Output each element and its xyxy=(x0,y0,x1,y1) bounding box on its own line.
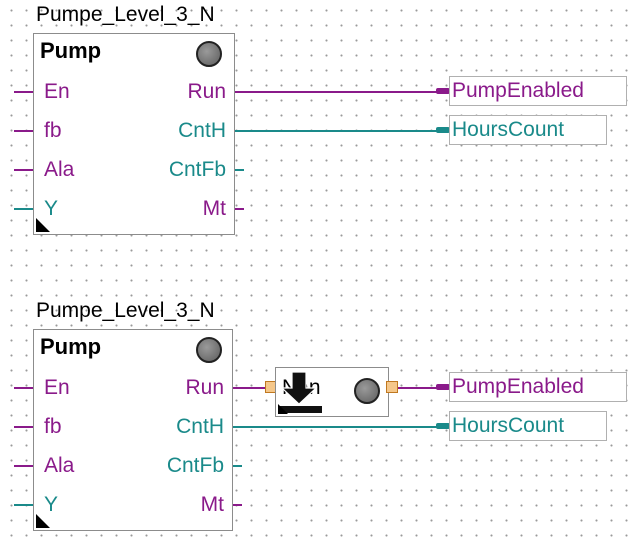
block-body[interactable]: Pump En fb Ala Y Run CntH CntFb Mt xyxy=(33,33,235,235)
output-wire-run[interactable] xyxy=(233,387,266,389)
wire-end-cnth xyxy=(436,127,450,133)
output-wire-cnth[interactable] xyxy=(235,130,438,132)
wire-to-pumpenabled[interactable] xyxy=(398,387,438,389)
input-wire-fb xyxy=(14,426,33,428)
input-pin-en[interactable]: En xyxy=(44,80,70,103)
output-pin-mt[interactable]: Mt xyxy=(200,493,224,516)
instance-name: Pumpe_Level_3_N xyxy=(36,3,215,26)
input-wire-en xyxy=(14,387,33,389)
output-pin-mt[interactable]: Mt xyxy=(202,197,226,220)
instance-name: Pumpe_Level_3_N xyxy=(36,299,215,322)
block-body[interactable]: Pump En fb Ala Y Run CntH CntFb Mt xyxy=(33,329,233,531)
output-stub-cntfb xyxy=(233,465,242,467)
input-pin-ala[interactable]: Ala xyxy=(44,158,75,181)
output-pin-run[interactable]: Run xyxy=(185,376,224,399)
output-wire-run[interactable] xyxy=(235,91,438,93)
status-led-icon xyxy=(354,378,380,404)
block-type-label: Pump xyxy=(40,38,102,63)
input-wire-en xyxy=(14,91,33,93)
variable-pumpenabled[interactable]: PumpEnabled xyxy=(449,76,627,106)
corner-marker-icon xyxy=(278,404,288,414)
variable-hourscount[interactable]: HoursCount xyxy=(449,115,607,145)
block-type-label: Pump xyxy=(40,334,102,359)
status-led-icon xyxy=(196,41,222,67)
output-wire-cnth[interactable] xyxy=(233,426,438,428)
input-pin-en[interactable]: En xyxy=(44,376,70,399)
input-wire-y xyxy=(14,208,33,210)
output-pin-cntfb[interactable]: CntFb xyxy=(168,158,226,181)
output-pin-cntfb[interactable]: CntFb xyxy=(166,454,224,477)
wire-end-run xyxy=(436,88,450,94)
input-wire-ala xyxy=(14,465,33,467)
inserted-block-output-port[interactable] xyxy=(386,381,398,393)
output-stub-mt xyxy=(235,208,244,210)
status-led-icon xyxy=(196,337,222,363)
download-arrow-icon xyxy=(278,371,322,413)
corner-marker-icon xyxy=(36,514,50,528)
input-pin-y[interactable]: Y xyxy=(44,197,59,220)
output-pin-cnth[interactable]: CntH xyxy=(178,119,226,142)
wire-end-cnth xyxy=(436,423,450,429)
variable-pumpenabled[interactable]: PumpEnabled xyxy=(449,372,627,402)
output-pin-run[interactable]: Run xyxy=(187,80,226,103)
input-pin-ala[interactable]: Ala xyxy=(44,454,75,477)
corner-marker-icon xyxy=(36,218,50,232)
output-pin-cnth[interactable]: CntH xyxy=(176,415,224,438)
variable-hourscount[interactable]: HoursCount xyxy=(449,411,607,441)
input-wire-fb xyxy=(14,130,33,132)
input-wire-ala xyxy=(14,169,33,171)
input-pin-y[interactable]: Y xyxy=(44,493,59,516)
input-pin-fb[interactable]: fb xyxy=(44,415,62,438)
output-stub-cntfb xyxy=(235,169,244,171)
output-stub-mt xyxy=(233,504,242,506)
inserted-block[interactable]: Nan xyxy=(275,367,389,417)
wire-end-run xyxy=(436,384,450,390)
input-wire-y xyxy=(14,504,33,506)
input-pin-fb[interactable]: fb xyxy=(44,119,62,142)
